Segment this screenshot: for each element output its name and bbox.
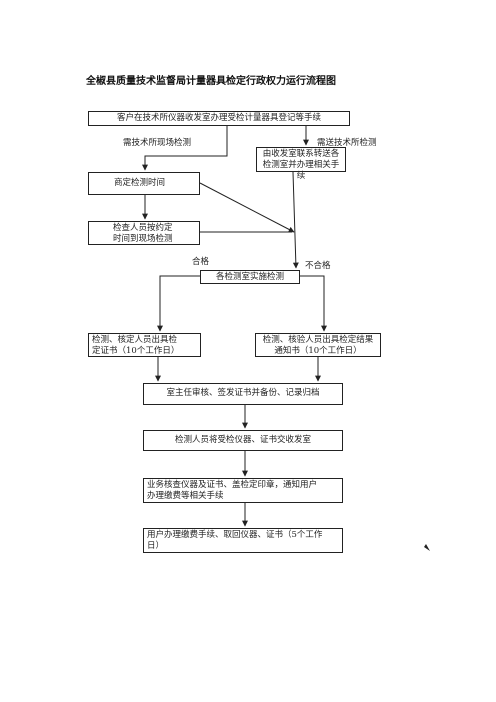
pickup-text-2: 日） <box>147 541 165 551</box>
pickup-text-1: 用户办理缴费手续、取回仪器、证书（5个工作 <box>147 530 323 540</box>
notice-text-2: 通知书（10个工作日） <box>274 346 362 356</box>
contact-text-1: 由收发室联系转送各 <box>262 149 340 159</box>
review-text: 室主任审核、签发证书并备份、记录归档 <box>166 388 320 398</box>
schedule-box: 商定检测时间 <box>88 172 200 195</box>
process-text-2: 办理缴费等相关手续 <box>147 491 224 501</box>
review-box: 室主任审核、签发证书并备份、记录归档 <box>143 383 343 405</box>
handover-text: 检测人员将受检仪器、证书交收发室 <box>174 435 311 445</box>
cert-box: 检测、核定人员出具检 定证书（10个工作日） <box>88 333 201 357</box>
label-fail: 不合格 <box>305 261 331 271</box>
notice-box: 检测、核验人员出具检定结果 通知书（10个工作日） <box>255 333 381 357</box>
process-text-1: 业务核查仪器及证书、盖检定印章，通知用户 <box>147 480 318 490</box>
test-box: 各检测室实施检测 <box>200 270 300 284</box>
stray-arrowhead-mark <box>424 544 430 551</box>
handover-box: 检测人员将受检仪器、证书交收发室 <box>143 430 343 451</box>
schedule-text: 商定检测时间 <box>114 178 166 188</box>
cert-text-2: 定证书（10个工作日） <box>92 346 180 356</box>
onsite-text-1: 检查人员按约定 <box>113 223 173 233</box>
onsite-box: 检查人员按约定 时间到现场检测 <box>88 221 200 245</box>
label-field-test: 需技术所现场检测 <box>123 138 192 148</box>
cert-text-1: 检测、核定人员出具检 <box>92 335 178 345</box>
onsite-text-2: 时间到现场检测 <box>113 234 173 244</box>
contact-box: 由收发室联系转送各 检测室并办理相关手续 <box>256 147 346 181</box>
notice-text-1: 检测、核验人员出具检定结果 <box>262 335 374 345</box>
test-text: 各检测室实施检测 <box>215 272 284 282</box>
label-send-test: 需送技术所检测 <box>317 138 377 148</box>
register-text: 客户在技术所仪器收发室办理受检计量器具登记等手续 <box>116 113 321 123</box>
label-pass: 合格 <box>192 257 210 267</box>
page-title: 全椒县质量技术监督局计量器具检定行政权力运行流程图 <box>86 76 336 87</box>
contact-text-2: 检测室并办理相关手续 <box>262 160 340 181</box>
register-box: 客户在技术所仪器收发室办理受检计量器具登记等手续 <box>88 111 350 126</box>
process-box: 业务核查仪器及证书、盖检定印章，通知用户 办理缴费等相关手续 <box>143 478 343 503</box>
pickup-box: 用户办理缴费手续、取回仪器、证书（5个工作 日） <box>143 528 343 553</box>
